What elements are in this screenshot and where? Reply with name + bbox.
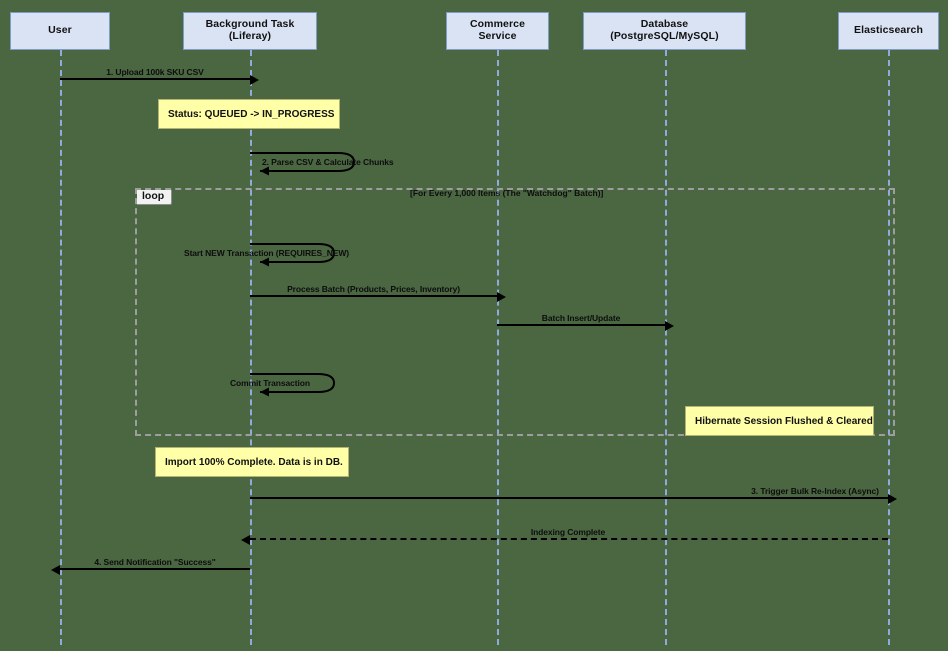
message-parse-csv[interactable]: 2. Parse CSV & Calculate Chunks — [250, 150, 394, 176]
note-label: Hibernate Session Flushed & Cleared — [695, 415, 873, 427]
lifeline-database — [665, 50, 667, 645]
lifeline-elasticsearch — [888, 50, 890, 645]
message-label: 3. Trigger Bulk Re-Index (Async) — [751, 486, 879, 496]
message-upload-csv[interactable]: 1. Upload 100k SKU CSV — [60, 67, 259, 85]
self-loop-arrow-icon — [250, 373, 336, 397]
participant-database[interactable]: Database (PostgreSQL/MySQL) — [583, 12, 746, 50]
note-import-complete: Import 100% Complete. Data is in DB. — [155, 447, 349, 477]
message-label: Start NEW Transaction (REQUIRES_NEW) — [184, 248, 350, 258]
arrowhead-right-icon — [250, 75, 259, 85]
message-label: 1. Upload 100k SKU CSV — [106, 67, 204, 77]
message-trigger-bulk-reindex[interactable]: 3. Trigger Bulk Re-Index (Async) — [250, 486, 897, 504]
participant-commerce-service[interactable]: Commerce Service — [446, 12, 549, 50]
participant-label: User — [48, 24, 72, 37]
note-hibernate-session: Hibernate Session Flushed & Cleared — [685, 406, 874, 436]
participant-user[interactable]: User — [10, 12, 110, 50]
message-label: Batch Insert/Update — [541, 313, 621, 323]
arrowhead-left-icon — [51, 565, 60, 575]
lifeline-background-task — [250, 50, 252, 645]
participant-label: Database (PostgreSQL/MySQL) — [610, 18, 719, 42]
loop-fragment-condition: [For Every 1,000 Items (The "Watchdog" B… — [410, 188, 604, 198]
participant-elasticsearch[interactable]: Elasticsearch — [838, 12, 939, 50]
arrowhead-left-icon — [241, 535, 250, 545]
message-batch-insert-update[interactable]: Batch Insert/Update — [497, 313, 674, 331]
message-label: Indexing Complete — [530, 527, 606, 537]
lifeline-user — [60, 50, 62, 645]
note-status-queued: Status: QUEUED -> IN_PROGRESS — [158, 99, 340, 129]
message-label: Process Batch (Products, Prices, Invento… — [287, 284, 460, 294]
self-loop-arrow-icon — [250, 152, 356, 176]
note-label: Import 100% Complete. Data is in DB. — [165, 456, 343, 468]
message-label: Commit Transaction — [230, 378, 310, 388]
message-send-notification[interactable]: 4. Send Notification "Success" — [51, 557, 250, 575]
message-start-new-transaction[interactable]: Start NEW Transaction (REQUIRES_NEW) — [184, 241, 349, 267]
participant-label: Commerce Service — [469, 18, 526, 42]
note-label: Status: QUEUED -> IN_PROGRESS — [168, 108, 335, 120]
message-label: 4. Send Notification "Success" — [94, 557, 216, 567]
loop-fragment-tag: loop — [137, 190, 173, 206]
participant-background-task[interactable]: Background Task (Liferay) — [183, 12, 317, 50]
message-commit-transaction[interactable]: Commit Transaction — [230, 371, 340, 397]
self-loop-arrow-icon — [250, 243, 336, 267]
arrowhead-right-icon — [665, 321, 674, 331]
message-indexing-complete[interactable]: Indexing Complete — [241, 527, 888, 545]
message-label: 2. Parse CSV & Calculate Chunks — [262, 157, 394, 167]
lifeline-commerce-service — [497, 50, 499, 645]
arrowhead-right-icon — [888, 494, 897, 504]
participant-label: Background Task (Liferay) — [205, 18, 295, 42]
loop-fragment: loop — [135, 188, 895, 436]
message-process-batch[interactable]: Process Batch (Products, Prices, Invento… — [250, 284, 506, 302]
arrowhead-right-icon — [497, 292, 506, 302]
participant-label: Elasticsearch — [853, 24, 923, 37]
